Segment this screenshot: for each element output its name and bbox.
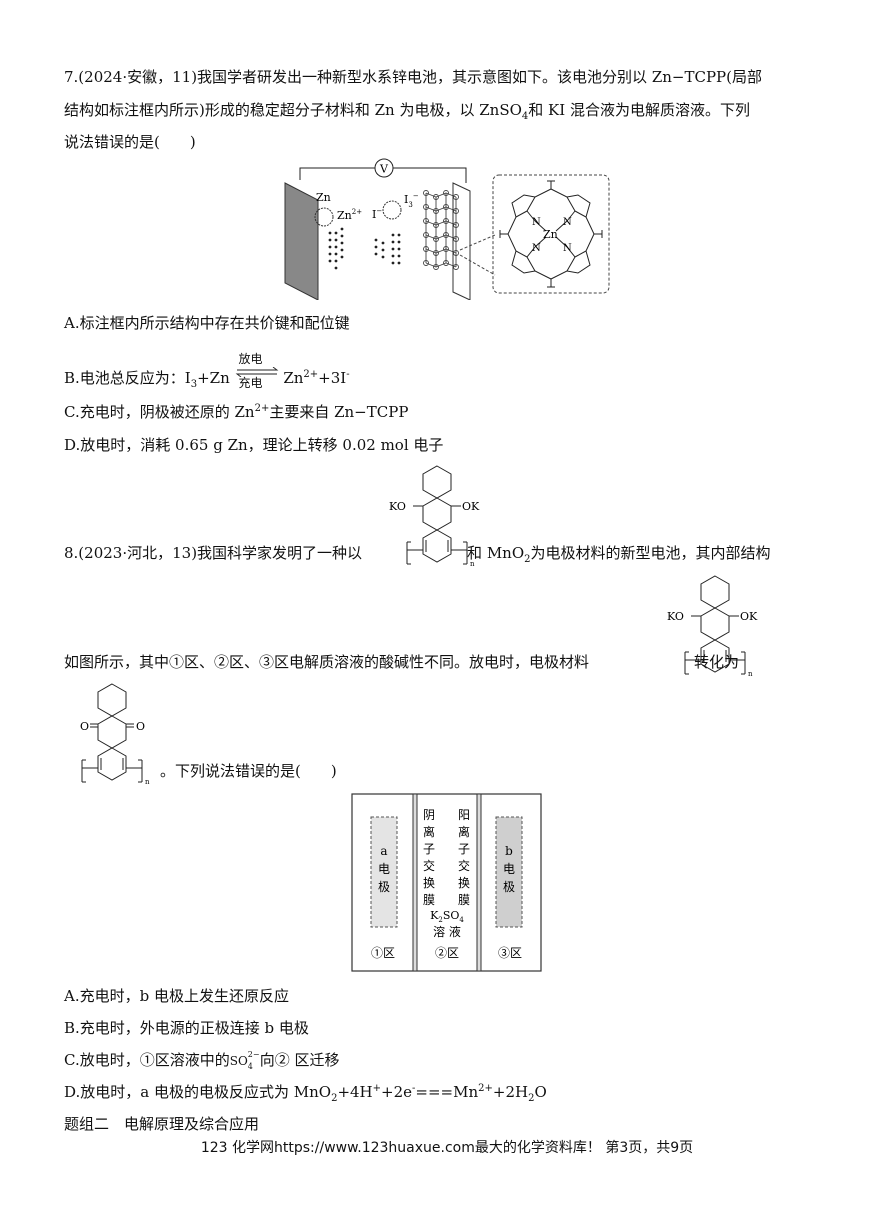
svg-text:a: a: [380, 844, 387, 858]
svg-text:离: 离: [458, 824, 470, 839]
svg-text:电: 电: [378, 862, 390, 876]
n-label-4: N: [563, 243, 572, 254]
q8-line2: 如图所示，其中①区、②区、③区电解质溶液的酸碱性不同。放电时，电极材料转化为: [64, 653, 740, 671]
svg-text:阳: 阳: [458, 808, 470, 822]
q8-cell-diagram: a 电 极 b 电 极 阴 离 子 交 换 膜 阳 离 子 交 换 膜 K2SO…: [351, 793, 542, 972]
cation-membrane: [476, 793, 482, 972]
ok-label: OK: [462, 500, 480, 513]
ko-label-2: KO: [667, 610, 684, 623]
i3-label: I3−: [404, 192, 419, 209]
q8-line3: 。下列说法错误的是( ): [160, 762, 337, 780]
q7-line3: 说法错误的是( ): [64, 133, 196, 151]
k2so4-label: K2SO4: [430, 909, 464, 924]
svg-text:极: 极: [503, 880, 515, 894]
svg-text:②区: ②区: [435, 946, 459, 960]
n-label-1: N: [532, 217, 541, 228]
q7-option-a: A.标注框内所示结构中存在共价键和配位键: [64, 314, 350, 332]
a-electrode: [370, 816, 398, 928]
svg-text:电: 电: [503, 862, 515, 876]
svg-text:子: 子: [423, 842, 435, 856]
svg-text:换: 换: [423, 876, 435, 890]
q8-molecule-hydroquinone-2: KO OK n: [667, 575, 758, 678]
n-subscript: n: [470, 560, 475, 568]
electrolyte-dots: [328, 227, 401, 270]
voltmeter-label: V: [379, 163, 389, 176]
q7-line1: 7.(2024·安徽，11)我国学者研发出一种新型水系锌电池，其示意图如下。该电…: [64, 68, 762, 86]
svg-text:交: 交: [458, 858, 470, 873]
svg-text:离: 离: [423, 824, 435, 839]
zn-center-label: Zn: [543, 228, 558, 241]
page-footer: 123 化学网https://www.123huaxue.com最大的化学资料库…: [200, 1140, 694, 1156]
q8-molecule-hydroquinone-1: KO OK n: [389, 465, 480, 568]
q7-battery-diagram: V Zn Zn2+ I− I3−: [284, 158, 610, 300]
q7-option-c: C.充电时，阴极被还原的 Zn2+主要来自 Zn−TCPP: [64, 403, 409, 421]
svg-text:极: 极: [378, 880, 390, 894]
n-label-2: N: [563, 217, 572, 228]
q7-option-d: D.放电时，消耗 0.65 g Zn，理论上转移 0.02 mol 电子: [64, 436, 444, 454]
svg-text:膜: 膜: [458, 893, 470, 907]
ko-label: KO: [389, 500, 406, 513]
zn-label: Zn: [316, 191, 331, 204]
svg-text:子: 子: [458, 842, 470, 856]
svg-text:膜: 膜: [423, 893, 435, 907]
anion-membrane: [412, 793, 418, 972]
voltmeter-icon: [374, 158, 394, 178]
q7-option-b: B.电池总反应为：I3+Zn 放电 充电 Zn2++3I-: [64, 352, 350, 390]
svg-text:b: b: [505, 844, 513, 858]
q7-line2: 结构如标注框内所示)形成的稳定超分子材料和 Zn 为电极，以 ZnSO4和 KI…: [64, 101, 750, 122]
svg-text:交: 交: [423, 858, 435, 873]
zn2-label: Zn2+: [337, 208, 362, 222]
o-label-1: O: [80, 720, 89, 733]
equilibrium-arrow-icon: [235, 367, 278, 377]
section-heading: 题组二 电解原理及综合应用: [64, 1115, 260, 1133]
n-subscript-2: n: [748, 670, 753, 678]
svg-text:溶 液: 溶 液: [433, 924, 461, 939]
q8-option-a: A.充电时，b 电极上发生还原反应: [64, 987, 289, 1005]
callout-box: [492, 174, 610, 294]
b-electrode: [495, 816, 523, 928]
n-label-3: N: [532, 243, 541, 254]
porphyrin-structure: [499, 180, 603, 288]
q8-option-d: D.放电时，a 电极的电极反应式为 MnO2+4H++2e-===Mn2++2H…: [64, 1083, 547, 1104]
svg-text:①区: ①区: [371, 946, 395, 960]
q8-line1: 8.(2023·河北，13)我国科学家发明了一种以和 MnO2为电极材料的新型电…: [64, 544, 771, 565]
zn-electrode: [284, 182, 319, 300]
i-label: I−: [372, 207, 382, 221]
q8-option-b: B.充电时，外电源的正极连接 b 电极: [64, 1019, 309, 1037]
q8-molecule-anthraquinone: O O n: [80, 683, 150, 786]
svg-text:换: 换: [458, 876, 470, 890]
reversible-arrow: 放电 充电: [235, 352, 279, 390]
svg-text:③区: ③区: [498, 946, 522, 960]
ok-label-2: OK: [740, 610, 758, 623]
o-label-2: O: [136, 720, 145, 733]
n-subscript-3: n: [145, 778, 150, 786]
svg-text:阴: 阴: [423, 808, 435, 822]
framework-lattice: [423, 190, 459, 270]
